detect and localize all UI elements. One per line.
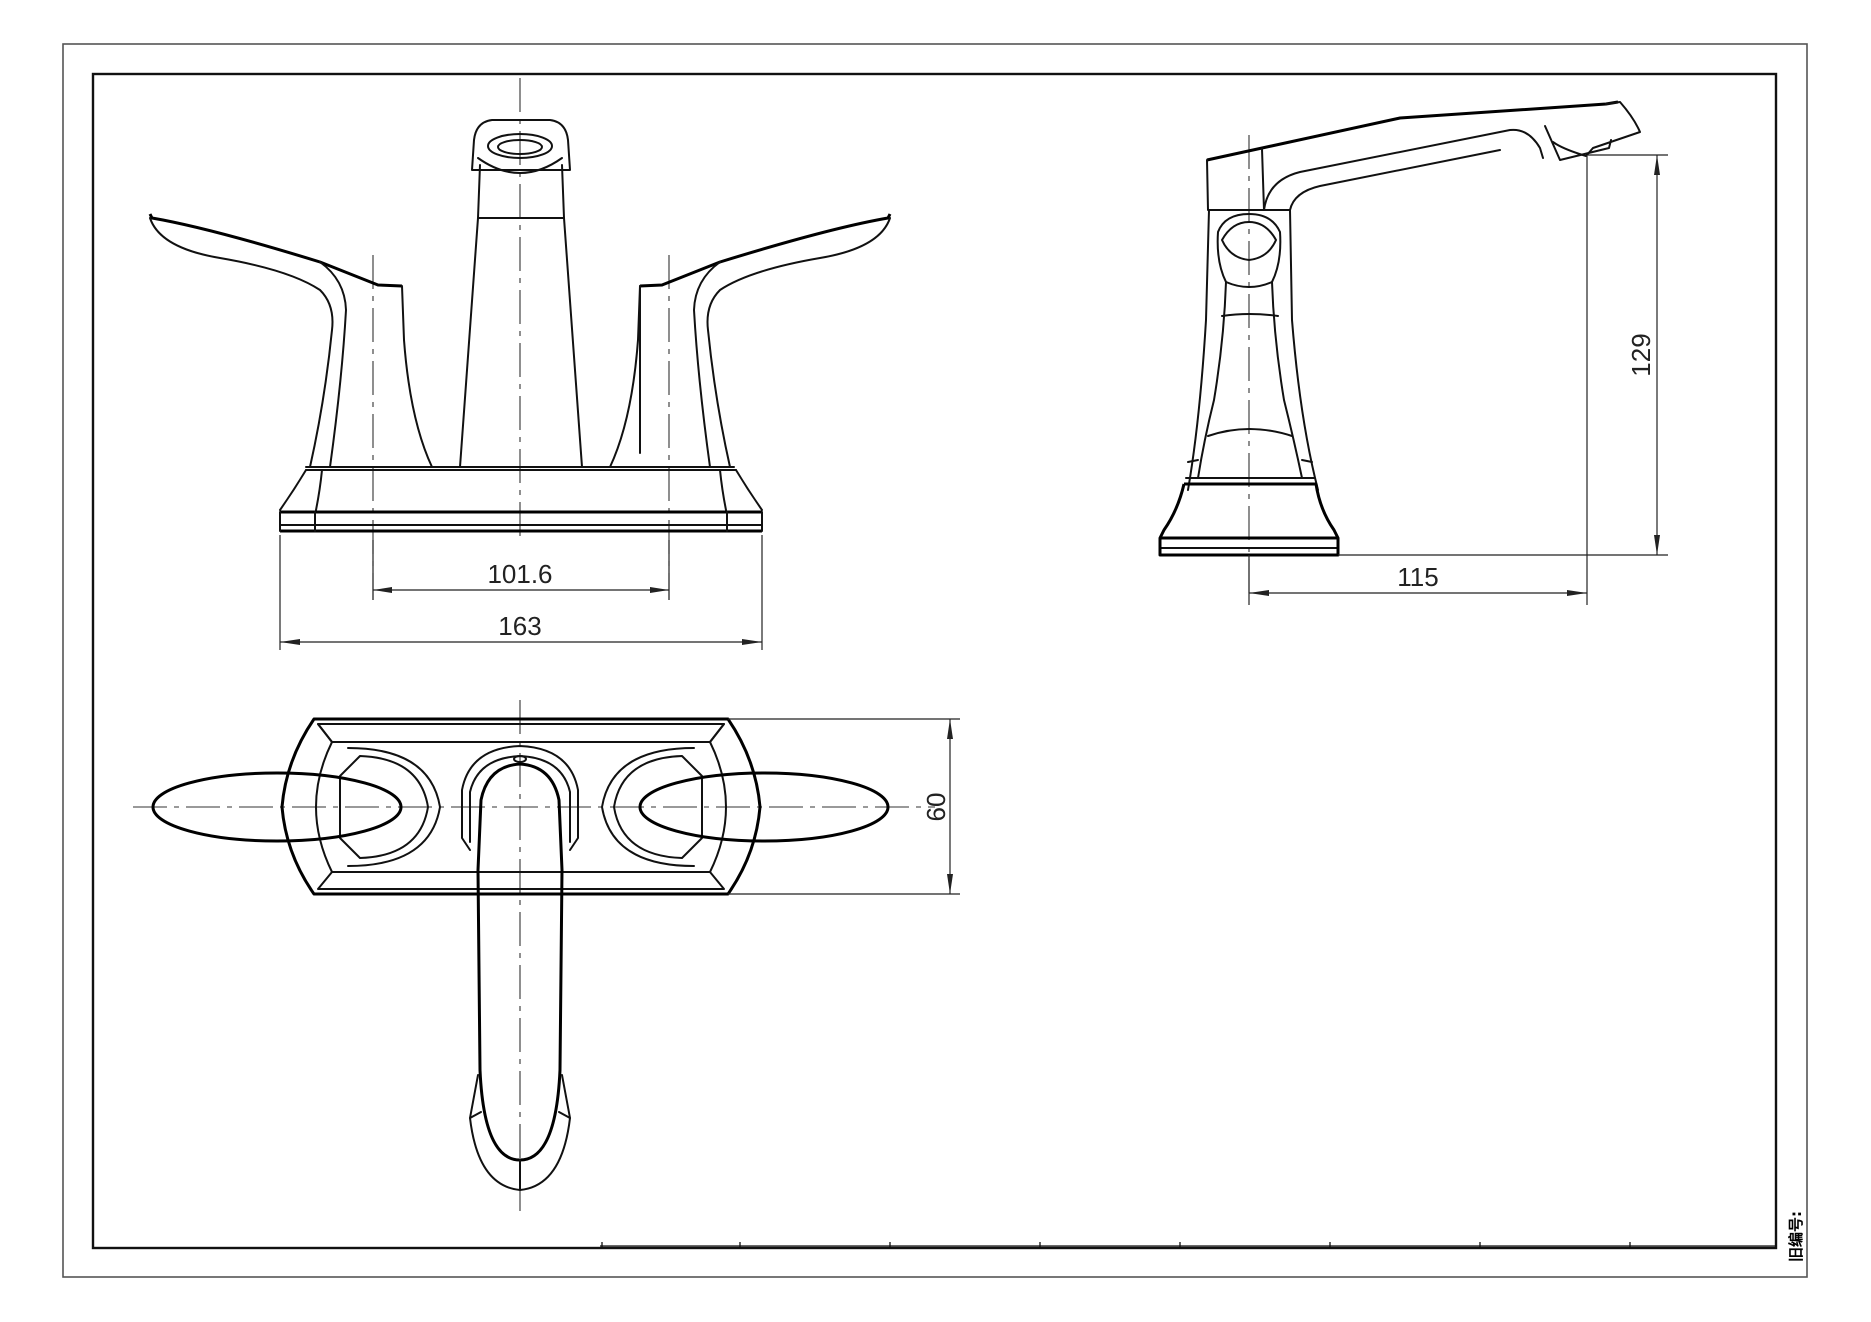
title-block-strip [600,1242,1776,1248]
inner-frame [91,72,1778,1250]
side-view: 129 115 [1158,100,1668,605]
dimension-base-depth: 60 [921,793,951,822]
front-view: 101.6 163 [148,78,892,650]
dimension-spout-height: 129 [1626,333,1656,376]
dimension-spout-reach: 115 [1397,562,1438,592]
old-number-label: 旧编号: [1787,1211,1805,1262]
dimension-base-width: 163 [498,611,541,641]
top-view: 60 [133,700,960,1215]
dimension-handle-spacing: 101.6 [487,559,552,589]
outer-frame [62,43,1808,1278]
